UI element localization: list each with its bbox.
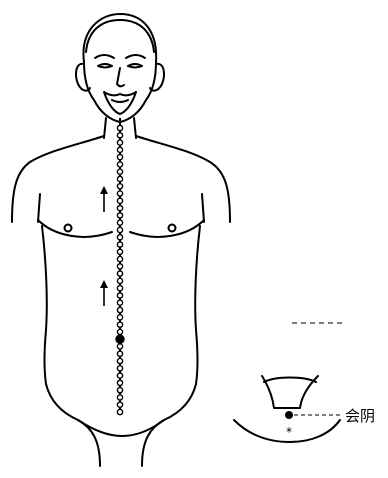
meridian-point (117, 402, 122, 407)
meridian-point (117, 191, 122, 196)
meridian-point (117, 307, 122, 312)
huiyin-label: 会阴 (345, 405, 375, 426)
meridian-point (117, 256, 122, 261)
left-hip (46, 384, 100, 466)
meridian-point (117, 366, 122, 371)
meridian-point (116, 335, 124, 343)
meridian-channel (100, 118, 124, 415)
meridian-point (117, 249, 122, 254)
left-shoulder-arm (12, 136, 104, 222)
meridian-point (117, 155, 122, 160)
neck-left (104, 118, 106, 138)
left-nipple (65, 225, 72, 232)
meridian-point (117, 286, 122, 291)
meridian-point (117, 227, 122, 232)
meridian-point (117, 358, 122, 363)
right-eyebrow (126, 55, 145, 58)
torso-right-side (195, 226, 200, 384)
meridian-point (117, 395, 122, 400)
right-shoulder-arm (136, 136, 230, 222)
meridian-point (117, 184, 122, 189)
meridian-point (117, 293, 122, 298)
meridian-point (117, 242, 122, 247)
nose (117, 68, 124, 86)
left-arm-inner (38, 194, 40, 222)
right-arm-inner (202, 194, 204, 222)
hair-outline (86, 20, 154, 52)
meridian-point (117, 140, 122, 145)
meridian-point (117, 220, 122, 225)
meridian-point (117, 264, 122, 269)
meridian-point (117, 235, 122, 240)
left-eyebrow (95, 55, 114, 58)
meridian-point (117, 315, 122, 320)
right-nipple (169, 225, 176, 232)
meridian-point (117, 169, 122, 174)
meridian-point (117, 388, 122, 393)
flow-arrow-head (100, 186, 108, 194)
flow-arrow-head (100, 280, 108, 288)
groin-line (78, 420, 164, 436)
torso-left-side (42, 226, 47, 384)
meridian-point (117, 176, 122, 181)
inset-genital-top (264, 378, 316, 383)
meridian-point (117, 380, 122, 385)
meridian-point (117, 322, 122, 327)
right-hip (142, 384, 196, 466)
neck-right (134, 118, 136, 138)
huiyin-point (285, 411, 293, 419)
meridian-point (117, 351, 122, 356)
meridian-point (117, 329, 122, 334)
mouth (112, 100, 128, 102)
right-pectoral (130, 220, 204, 237)
meridian-point (117, 373, 122, 378)
huiyin-star-mark: * (286, 425, 292, 439)
meridian-point (117, 206, 122, 211)
meridian-point (117, 125, 122, 130)
left-eye (98, 64, 112, 68)
meridian-point (117, 344, 122, 349)
right-eye (128, 64, 142, 68)
meridian-point (117, 300, 122, 305)
meridian-point (117, 162, 122, 167)
meridian-point (117, 147, 122, 152)
meridian-point (117, 133, 122, 138)
meridian-point (117, 409, 122, 414)
inset-genital-outline (262, 376, 318, 408)
meridian-point (117, 278, 122, 283)
meridian-point (117, 198, 122, 203)
meridian-point (117, 213, 122, 218)
meridian-point (117, 271, 122, 276)
left-pectoral (38, 220, 112, 237)
